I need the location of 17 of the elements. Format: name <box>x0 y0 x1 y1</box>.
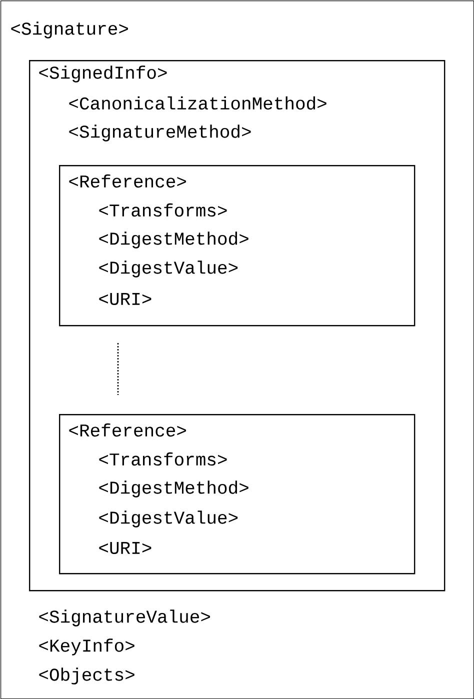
xml-tag: <DigestMethod> <box>99 480 248 498</box>
xml-tag: <DigestValue> <box>99 260 238 278</box>
xml-tag: <Transforms> <box>99 452 227 466</box>
xml-tag: <SignedInfo> <box>39 66 167 82</box>
xml-tag: <CanonicalizationMethod> <box>69 96 326 110</box>
xml-tag: <KeyInfo> <box>39 638 134 656</box>
xml-tag: <Reference> <box>69 174 186 188</box>
xml-tag: <SignatureMethod> <box>69 124 251 142</box>
xml-tag: <Objects> <box>39 668 134 684</box>
xml-tag: <DigestValue> <box>99 510 238 528</box>
xml-tag: <Signature> <box>11 22 128 38</box>
xml-tag: <SignatureValue> <box>39 610 210 626</box>
xml-tag: <Reference> <box>69 423 186 437</box>
xml-tag: <Transforms> <box>99 203 227 217</box>
xml-tag: <DigestMethod> <box>99 232 248 248</box>
xml-tag: <URI> <box>99 542 152 554</box>
xml-tag: <URI> <box>99 292 152 305</box>
